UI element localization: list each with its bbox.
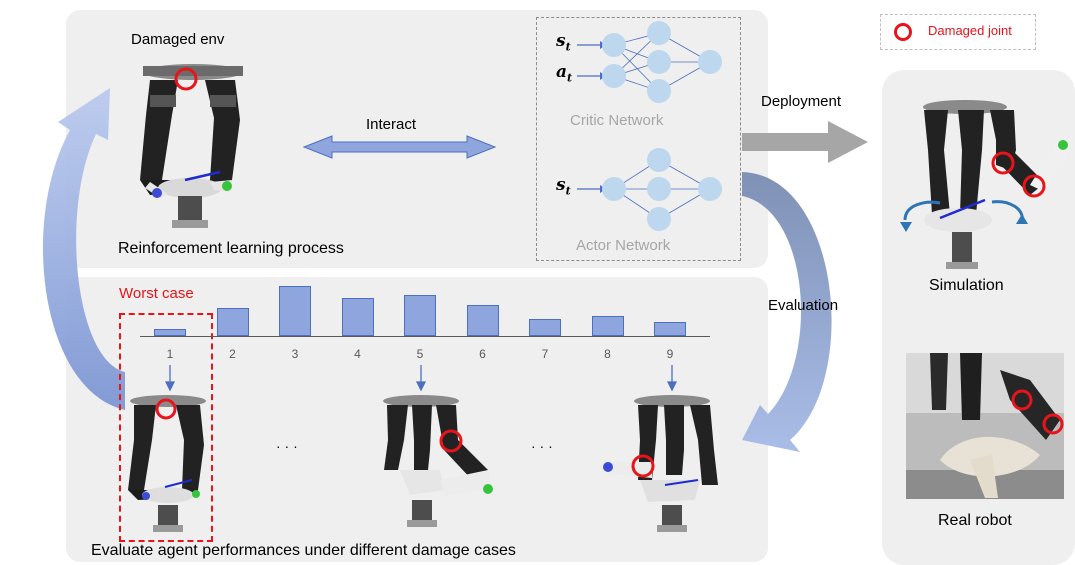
robot-case-1 [128,395,206,532]
tick-label-9: 9 [666,347,674,361]
critic-output-node [698,50,722,74]
damaged-joint-marker [1042,413,1064,435]
damaged-joint-legend-icon [894,23,912,41]
robot-case-9 [603,395,718,532]
actor-hidden-node [647,148,671,172]
actor-network-label: Actor Network [576,237,671,254]
tick-label-1: 1 [166,347,174,361]
damaged-joint-marker [1022,174,1046,198]
critic-input-node [602,64,626,88]
critic-state-symbol: st [556,31,571,54]
legend-box [880,14,1036,50]
bar-case-5 [404,295,436,336]
actor-hidden-node [647,177,671,201]
critic-hidden-node [647,21,671,45]
bar-case-9 [654,322,686,336]
critic-hidden-node [647,50,671,74]
network-box [536,17,741,261]
x-axis-line [140,336,710,337]
worst-case-highlight-box [119,313,213,542]
damage-case-bar-chart: 1 2 3 4 5 6 7 8 9 [140,280,710,361]
critic-hidden-node [647,79,671,103]
legend-label: Damaged joint [928,23,1012,38]
bar-case-8 [591,316,624,336]
ellipsis-right: · · · [531,438,553,454]
tick-label-8: 8 [604,347,611,361]
evaluation-arrow [742,172,832,452]
critic-input-node [602,33,626,57]
interact-arrow [302,135,497,159]
interact-label: Interact [366,116,417,133]
tick-label-4: 4 [354,347,361,361]
damaged-joint-marker [631,454,655,478]
actor-output-node [698,177,722,201]
damaged-env-title: Damaged env [131,31,225,48]
loop-back-arrow [42,88,125,410]
actor-state-symbol: st [556,175,571,198]
tick-label-7: 7 [541,347,549,361]
real-robot-label: Real robot [938,512,1012,529]
actor-hidden-node [647,207,671,231]
damaged-joint-marker [1011,389,1033,411]
deployment-arrow [742,121,868,163]
evaluation-label: Evaluation [768,297,839,314]
tick-label-5: 5 [416,347,424,361]
bar-case-4 [341,297,374,336]
bar-case-2 [216,308,249,336]
bar-case-3 [279,285,311,336]
ellipsis-left: · · · [276,438,298,454]
critic-action-symbol: at [556,62,573,85]
deployment-label: Deployment [761,93,842,110]
actor-input-node [602,177,626,201]
critic-network-label: Critic Network [570,112,664,129]
damaged-joint-marker [174,67,198,91]
bar-case-7 [529,318,561,336]
damaged-joint-marker [991,151,1015,175]
damaged-joint-marker [155,398,177,420]
tick-label-2: 2 [229,347,236,361]
simulation-label: Simulation [929,277,1004,294]
bar-case-1 [154,329,186,336]
evaluation-caption: Evaluate agent performances under differ… [91,542,516,559]
tick-label-3: 3 [291,347,299,361]
rl-process-label: Reinforcement learning process [118,240,344,257]
tick-label-6: 6 [479,347,486,361]
bar-case-6 [466,304,499,336]
damaged-joint-marker [439,429,463,453]
worst-case-label: Worst case [119,285,194,302]
robot-case-5 [383,395,493,527]
